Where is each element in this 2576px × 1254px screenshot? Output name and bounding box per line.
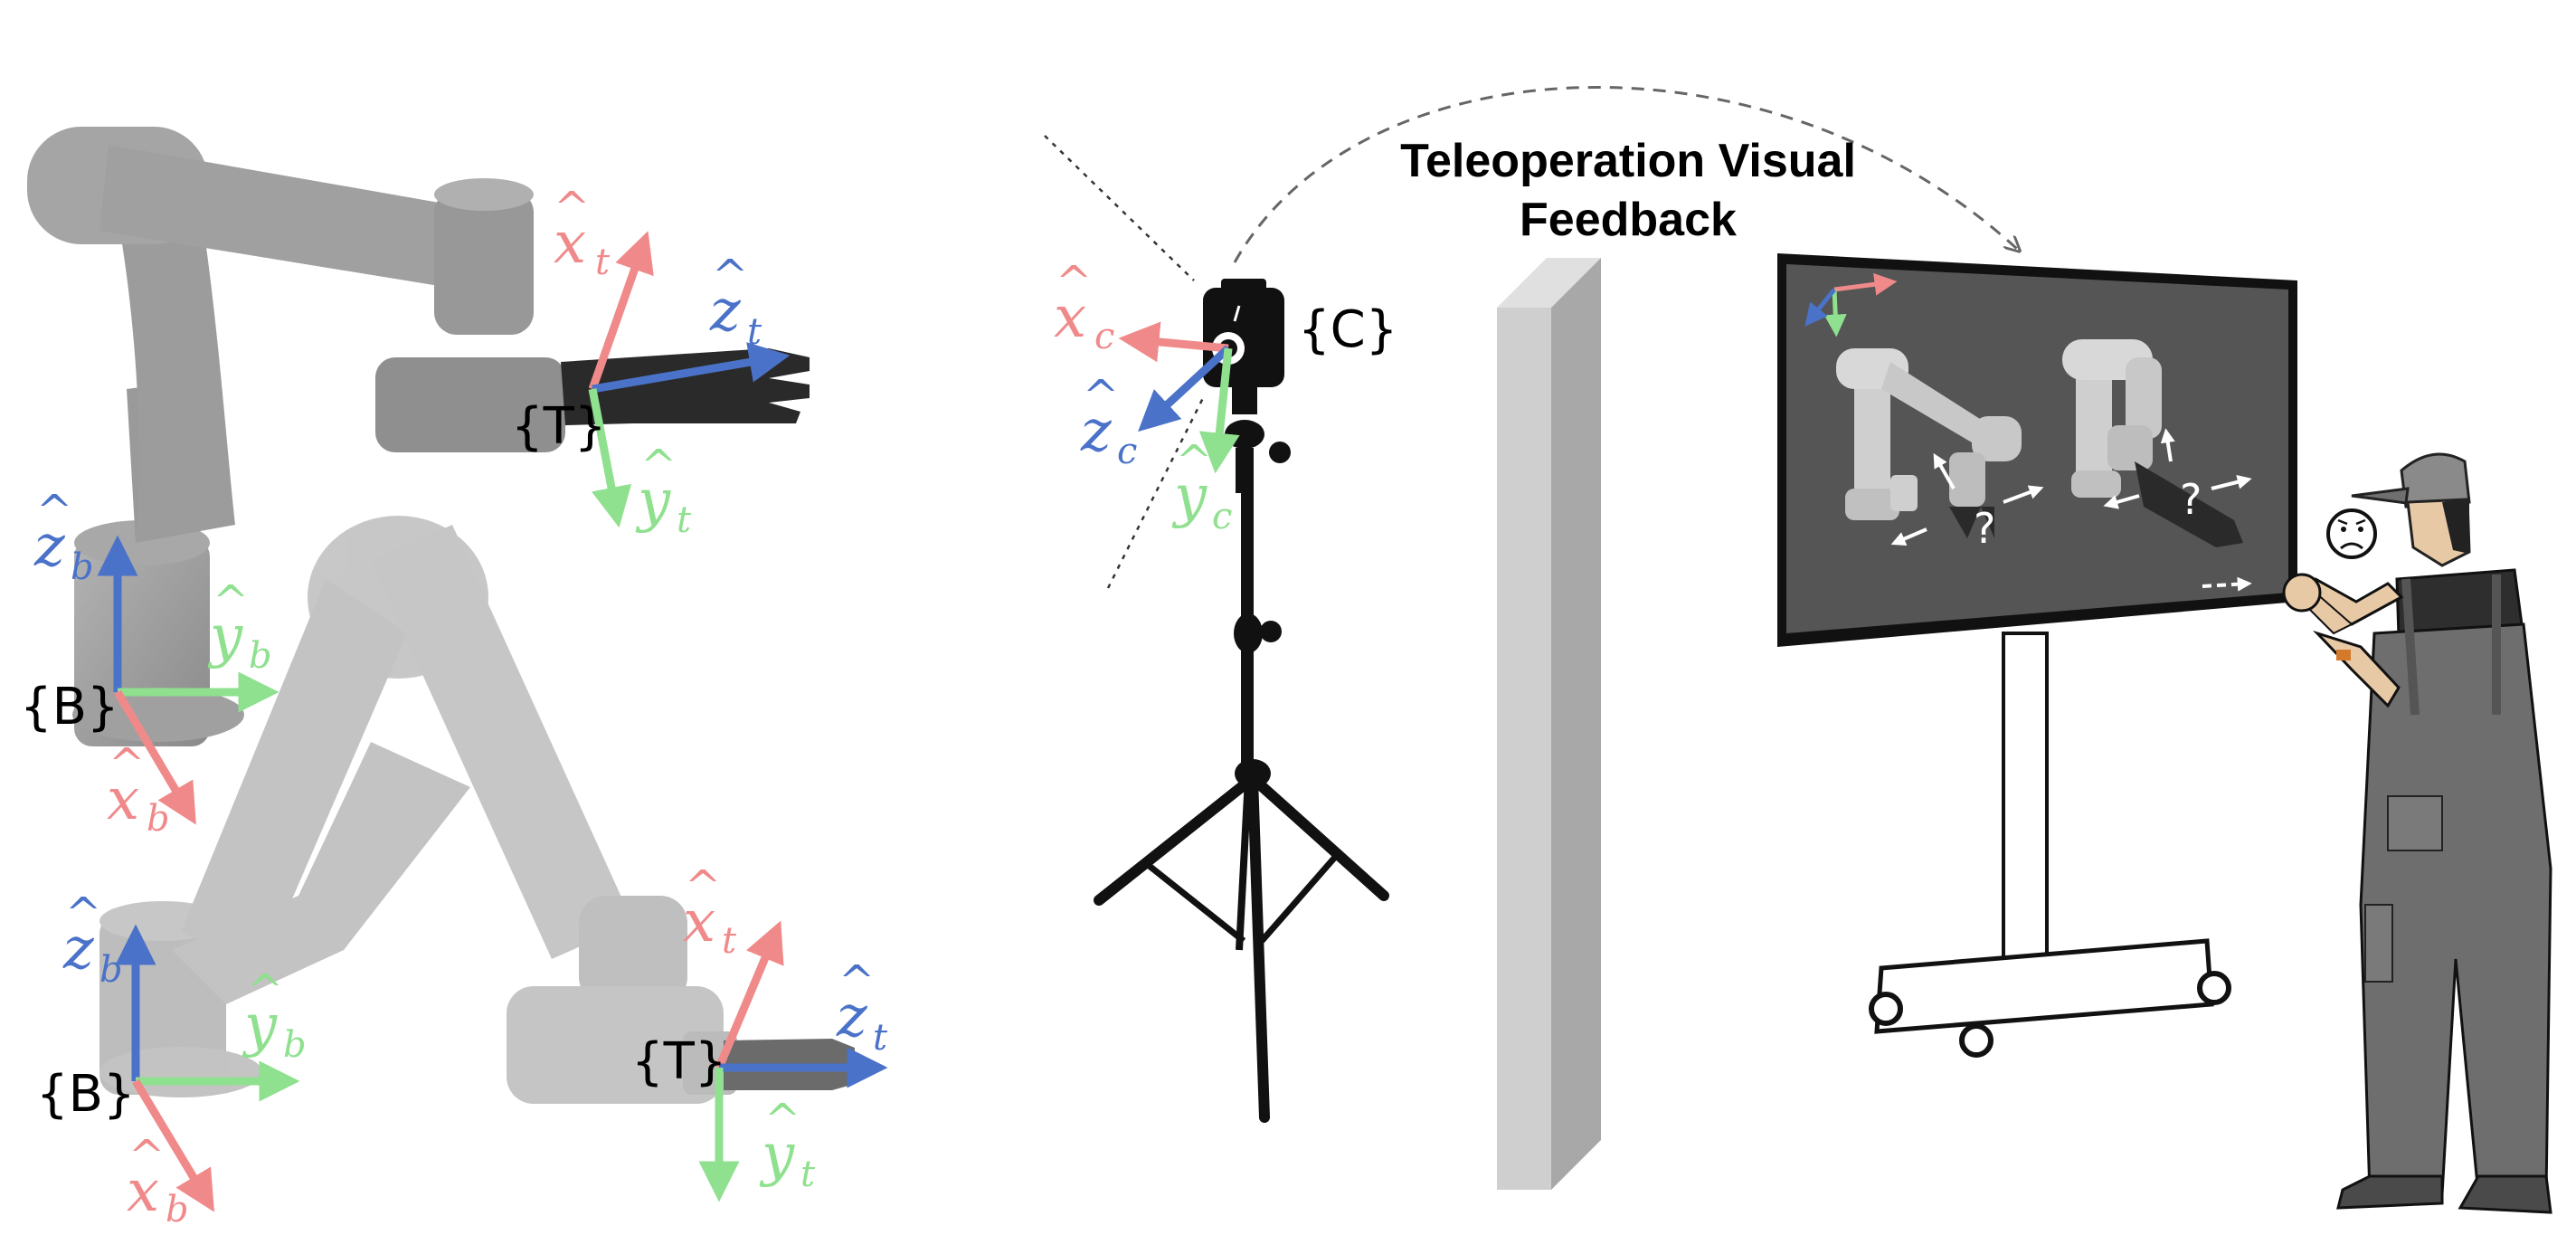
worried-face-icon bbox=[2326, 508, 2377, 559]
hat: ^ bbox=[247, 965, 283, 1016]
base-frame-bottom: {B} z ^ b y ^ b x ^ b bbox=[36, 888, 307, 1230]
monitor: ? ? bbox=[1777, 253, 2297, 1058]
x-axis-label: x bbox=[107, 766, 139, 833]
camera-icon bbox=[1203, 288, 1284, 387]
question-mark-left: ? bbox=[1974, 504, 1995, 553]
hat: ^ bbox=[109, 739, 145, 790]
hat: ^ bbox=[36, 486, 72, 537]
subscript: t bbox=[677, 499, 692, 541]
subscript: b bbox=[283, 1024, 307, 1066]
x-axis-b-top bbox=[114, 689, 196, 825]
hat: ^ bbox=[764, 1095, 800, 1145]
subscript: t bbox=[595, 242, 611, 283]
subscript: c bbox=[1117, 431, 1137, 472]
z-axis-label: z bbox=[1080, 398, 1113, 465]
x-axis-t-bottom bbox=[715, 920, 784, 1069]
feedback-arrow-icon bbox=[1233, 86, 2017, 263]
screen-robot-right bbox=[2062, 339, 2243, 547]
subscript: b bbox=[166, 1189, 189, 1230]
subscript: t bbox=[747, 311, 762, 353]
subscript: b bbox=[99, 949, 123, 991]
subscript: c bbox=[1212, 496, 1232, 537]
x-axis-label: x bbox=[127, 1158, 159, 1225]
camera-frame: {C} x ^ c z ^ c y ^ c bbox=[1054, 257, 1397, 537]
base-frame-label-bottom: {B} bbox=[36, 1065, 136, 1124]
y-axis-label: y bbox=[207, 603, 243, 670]
z-axis-label: z bbox=[33, 513, 66, 580]
z-axis-label: z bbox=[836, 983, 868, 1050]
subscript: t bbox=[873, 1017, 888, 1059]
z-axis-label: z bbox=[709, 278, 742, 345]
wheel-icon bbox=[1869, 992, 1903, 1026]
subscript: b bbox=[249, 635, 272, 677]
x-axis-t-top bbox=[588, 231, 654, 391]
tool-frame-bottom: {T} x ^ t z ^ t y ^ t bbox=[631, 861, 888, 1202]
operator bbox=[2282, 452, 2552, 1214]
title-line-2: Feedback bbox=[1520, 194, 1737, 246]
base-frame-label-top: {B} bbox=[20, 678, 119, 736]
camera-frame-label: {C} bbox=[1298, 300, 1397, 359]
z-axis-c bbox=[1138, 345, 1232, 432]
subscript: b bbox=[71, 546, 94, 588]
x-axis-label: x bbox=[683, 888, 715, 955]
question-mark-right: ? bbox=[2180, 475, 2202, 524]
hat: ^ bbox=[554, 183, 590, 233]
hat: ^ bbox=[65, 888, 101, 939]
subscript: t bbox=[722, 920, 737, 962]
title-line-1: Teleoperation Visual bbox=[1400, 135, 1856, 187]
hat: ^ bbox=[128, 1131, 165, 1182]
wheel-icon bbox=[2197, 971, 2231, 1005]
y-axis-label: y bbox=[759, 1122, 795, 1189]
y-axis-label: y bbox=[1171, 463, 1208, 530]
robot-arm-bottom bbox=[99, 516, 855, 1104]
x-axis-label: x bbox=[1054, 284, 1086, 351]
hat: ^ bbox=[712, 251, 748, 301]
x-axis-c bbox=[1118, 321, 1229, 363]
base-frame-top: {B} z ^ b y ^ b x ^ b bbox=[20, 486, 279, 840]
x-axis-b-bottom bbox=[132, 1078, 214, 1212]
robot-arm-top bbox=[27, 127, 810, 746]
wheel-icon bbox=[1959, 1023, 1994, 1058]
y-axis-label: y bbox=[635, 468, 671, 535]
tripod bbox=[1094, 279, 1389, 1123]
z-axis-t-top bbox=[592, 342, 791, 394]
hat: ^ bbox=[1083, 371, 1119, 422]
camera-field-of-view bbox=[1044, 135, 1205, 589]
hat: ^ bbox=[1056, 257, 1092, 308]
subscript: t bbox=[800, 1154, 816, 1195]
tool-frame-top: {T} x ^ t z ^ t y ^ t bbox=[511, 183, 791, 541]
tool-frame-label-top: {T} bbox=[511, 397, 606, 456]
y-axis-t-top bbox=[588, 388, 632, 528]
y-axis-c bbox=[1198, 347, 1240, 474]
hat: ^ bbox=[213, 576, 249, 627]
hat: ^ bbox=[685, 861, 721, 912]
subscript: b bbox=[147, 798, 170, 840]
wall-barrier bbox=[1497, 258, 1601, 1190]
z-axis-label: z bbox=[62, 916, 95, 983]
x-axis-label: x bbox=[554, 210, 586, 277]
motion-arrows bbox=[1890, 428, 2252, 592]
hat: ^ bbox=[640, 441, 677, 491]
tool-frame-label-bottom: {T} bbox=[631, 1032, 726, 1091]
hat: ^ bbox=[838, 956, 875, 1007]
subscript: c bbox=[1094, 316, 1114, 357]
hat: ^ bbox=[1176, 436, 1212, 487]
monitor-screen bbox=[1786, 264, 2288, 633]
screen-robot-left bbox=[1836, 348, 2022, 538]
y-axis-label: y bbox=[242, 993, 278, 1059]
